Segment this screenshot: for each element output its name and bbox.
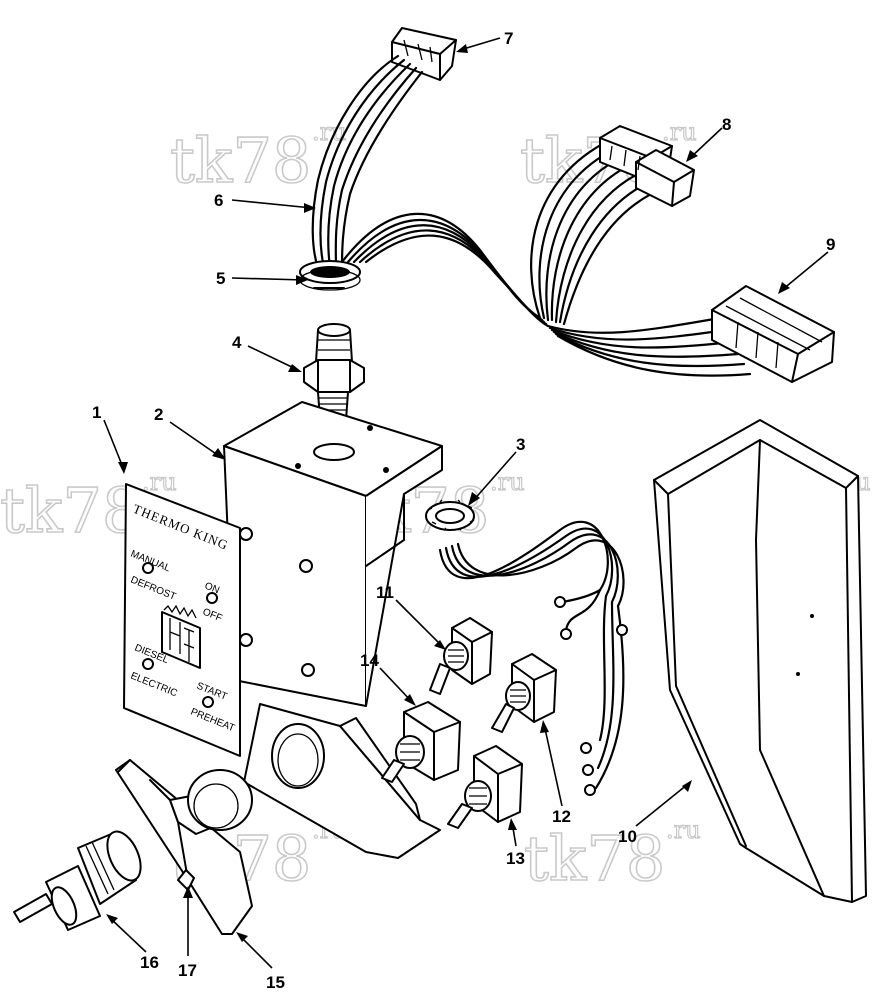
- harness-main-wires: [340, 138, 752, 377]
- watermark-text: tk78: [0, 474, 141, 547]
- callout-7: 7: [504, 29, 513, 48]
- callout-1: 1: [92, 403, 101, 422]
- label-on: ON: [203, 581, 221, 597]
- callout-16: 16: [140, 953, 159, 972]
- watermark-text: tk78: [524, 822, 665, 895]
- callout-3: 3: [516, 435, 525, 454]
- toggle-switch-14: [381, 701, 461, 783]
- switch-wire-harness: [438, 521, 628, 796]
- callout-8: 8: [722, 115, 731, 134]
- lock-washer-3: [425, 499, 475, 531]
- callout-9: 9: [826, 235, 835, 254]
- mounting-bracket-15: [115, 759, 253, 935]
- callout-13: 13: [506, 849, 525, 868]
- callout-12: 12: [552, 807, 571, 826]
- callout-2: 2: [154, 405, 163, 424]
- harness-6-wires: [311, 54, 424, 270]
- toggle-switch-12: [491, 653, 557, 733]
- grommet-5: [299, 260, 361, 291]
- watermark-suffix: .ru: [662, 118, 697, 146]
- thermo-king-logo: [161, 604, 201, 669]
- watermark-text: tk78: [170, 124, 311, 197]
- cover-panel-10: [653, 419, 867, 903]
- toggle-switch-11: [429, 617, 493, 695]
- bracket-2: [223, 401, 443, 859]
- callout-11: 11: [376, 583, 394, 602]
- watermark-suffix: .ru: [490, 468, 525, 496]
- callout-6: 6: [214, 191, 223, 210]
- cable-16: [13, 830, 142, 931]
- watermark-suffix: .ru: [666, 816, 701, 844]
- callout-15: 15: [266, 973, 285, 992]
- face-plate-1: THERMO KING MANUAL DEFROST ON OFF DIESEL…: [123, 483, 241, 757]
- watermark: tk78 .ru: [523, 815, 701, 895]
- toggle-switch-13: [447, 745, 523, 829]
- callout-5: 5: [216, 269, 225, 288]
- watermark: tk78 .ru: [169, 117, 347, 197]
- watermark: tk78 .ru: [0, 467, 177, 547]
- callout-4: 4: [232, 333, 242, 352]
- connector-9: [711, 285, 835, 383]
- callout-17: 17: [178, 961, 197, 980]
- callout-10: 10: [618, 827, 637, 846]
- callout-numbers: 1 2 3 4 5 6 7 8 9 10 11 12 13 14 15 16 1…: [92, 29, 835, 992]
- connector-8: [599, 125, 695, 207]
- callout-leaders: [103, 37, 829, 969]
- callout-14: 14: [360, 651, 379, 670]
